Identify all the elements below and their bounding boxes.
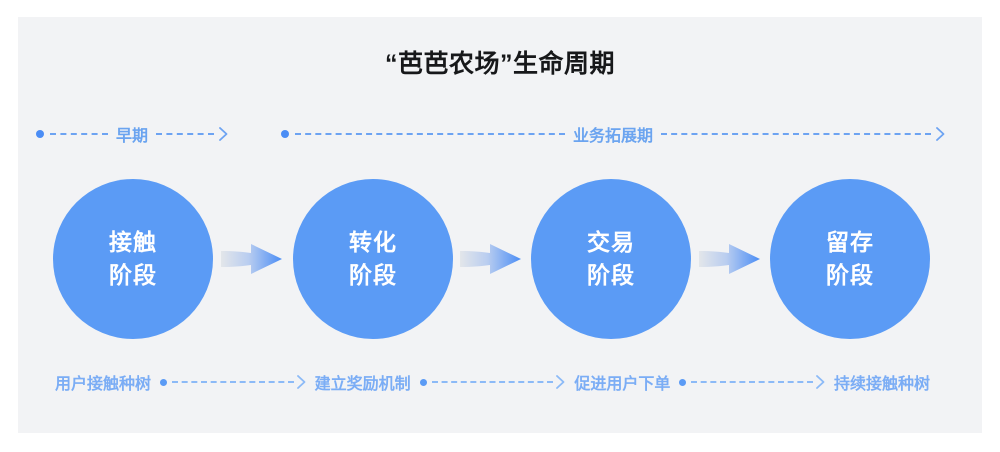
chevron-right-icon	[555, 375, 565, 389]
connector-dashed-line	[431, 381, 554, 383]
connector-dot-icon	[160, 378, 168, 386]
action-label-order: 促进用户下单	[574, 376, 671, 393]
stage-label-line2: 阶段	[109, 262, 157, 288]
stage-circle-retention: 留存 阶段	[770, 179, 930, 339]
phase-dashed-line-left	[295, 133, 565, 135]
phase-dashed-line-right	[661, 133, 932, 135]
chevron-right-icon	[935, 127, 945, 141]
action-connector	[679, 375, 825, 389]
stage-circle-transaction: 交易 阶段	[531, 179, 691, 339]
phase-label-expansion: 业务拓展期	[573, 128, 654, 145]
stage-label-line2: 阶段	[349, 262, 397, 288]
stage-label-line2: 阶段	[826, 262, 874, 288]
stage-circle-contact: 接触 阶段	[53, 179, 213, 339]
chevron-right-icon	[815, 375, 825, 389]
action-label-contact: 用户接触种树	[55, 376, 152, 393]
action-label-retention: 持续接触种树	[833, 376, 930, 393]
phase-band-expansion: 业务拓展期	[281, 122, 945, 146]
action-labels-row: 用户接触种树 建立奖励机制 促进用户下单	[55, 369, 930, 395]
connector-dashed-line	[691, 381, 813, 383]
stage-label-line1: 转化	[349, 229, 397, 256]
phase-start-dot-icon	[36, 130, 44, 138]
stage-label-line1: 接触	[109, 229, 157, 256]
phase-label-early: 早期	[116, 128, 149, 145]
flow-arrow-right-icon	[221, 238, 283, 280]
chevron-right-icon	[218, 127, 228, 141]
stage-label-line2: 阶段	[587, 262, 635, 288]
page-title: “芭芭农场”生命周期	[384, 50, 615, 78]
phase-band-early: 早期	[36, 122, 228, 146]
chevron-right-icon	[296, 375, 306, 389]
flow-arrow-right-icon	[460, 238, 522, 280]
stage-label-line1: 留存	[826, 229, 874, 256]
connector-dot-icon	[419, 378, 427, 386]
flow-arrow-right-icon	[699, 238, 761, 280]
phase-start-dot-icon	[281, 130, 289, 138]
action-connector	[160, 375, 306, 389]
connector-dot-icon	[679, 378, 687, 386]
phase-dashed-line-left	[50, 133, 108, 135]
connector-dashed-line	[172, 381, 294, 383]
action-connector	[419, 375, 566, 389]
phase-dashed-line-right	[156, 133, 215, 135]
stage-circle-conversion: 转化 阶段	[293, 179, 453, 339]
stage-label-line1: 交易	[587, 229, 635, 256]
action-label-reward: 建立奖励机制	[314, 376, 411, 393]
